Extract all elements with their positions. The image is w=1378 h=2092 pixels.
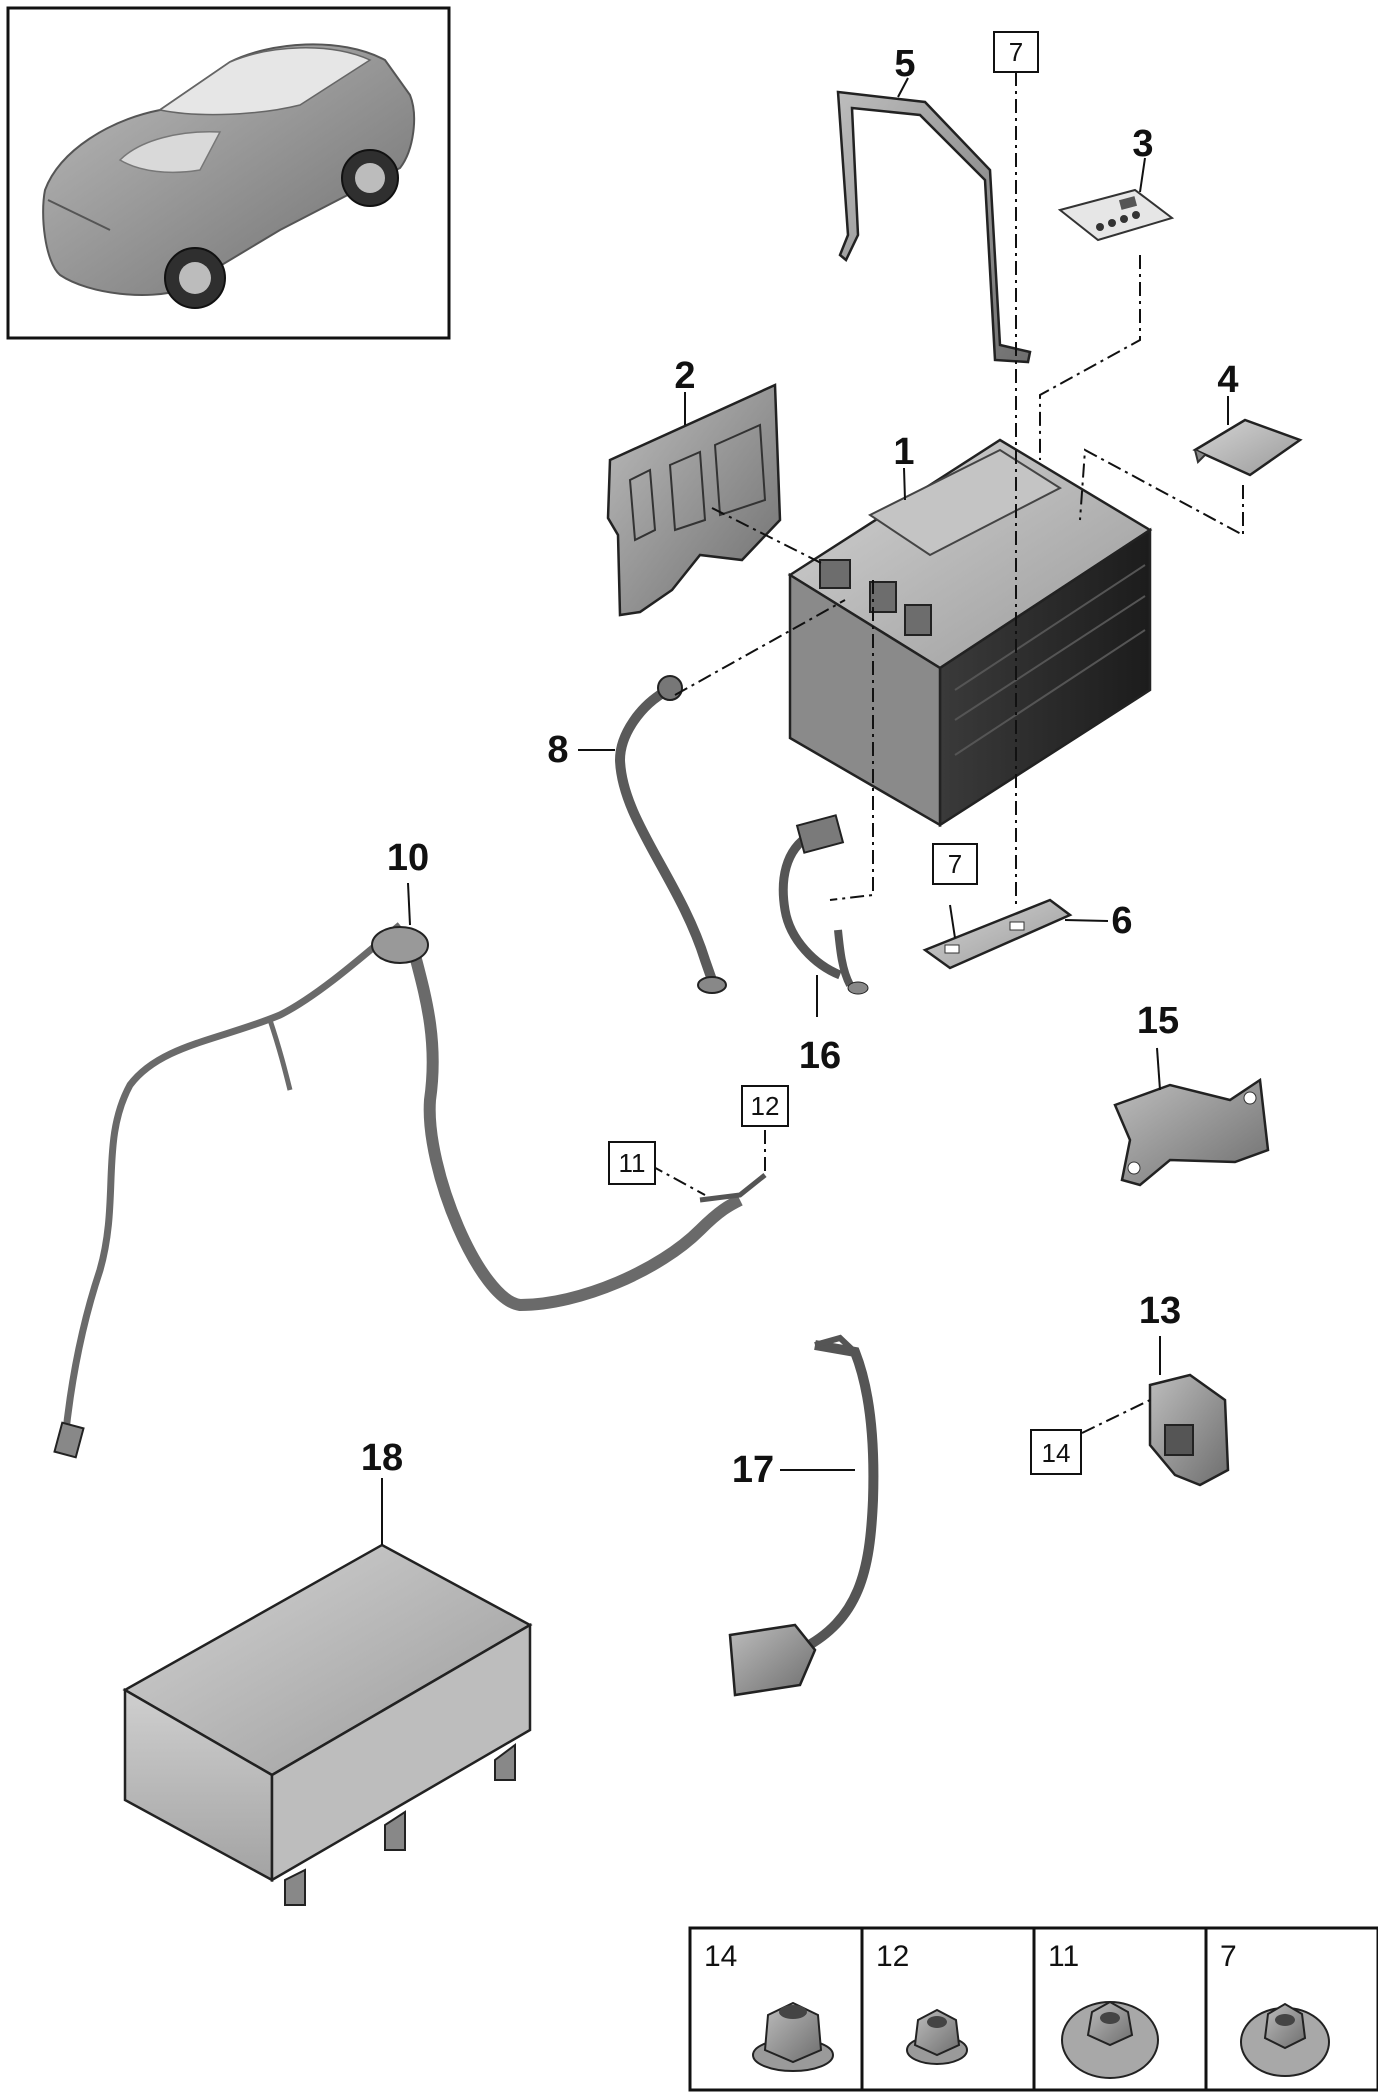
part-5-hold-down-strap <box>836 90 1032 364</box>
legend-label-11: 11 <box>1048 1940 1079 1973</box>
boxed-ref-14: 14 <box>1030 1429 1082 1475</box>
part-16-battery-cable <box>778 814 869 995</box>
svg-text:7: 7 <box>1009 37 1023 67</box>
fastener-legend: 14 12 11 7 <box>688 1926 1378 2092</box>
callout-10: 10 <box>387 837 429 879</box>
callout-1: 1 <box>893 431 914 473</box>
reference-dash-lines <box>649 72 1244 1434</box>
callout-8: 8 <box>547 729 568 771</box>
part-17-battery-cable <box>728 1334 879 1697</box>
boxed-ref-7-mid: 7 <box>932 843 978 885</box>
flange-nut-icon-14 <box>752 2001 834 2072</box>
boxed-ref-11: 11 <box>608 1141 656 1185</box>
callout-15: 15 <box>1137 1000 1179 1042</box>
callout-5: 5 <box>894 43 915 85</box>
boxed-ref-7-top: 7 <box>993 31 1039 73</box>
part-18-packaging-box <box>122 1543 533 1906</box>
callout-2: 2 <box>674 355 695 397</box>
callout-6: 6 <box>1111 900 1132 942</box>
leader-lines <box>381 77 1229 1545</box>
part-15-mounting-bracket <box>1113 1077 1270 1187</box>
legend-label-12: 12 <box>876 1940 909 1973</box>
callout-17: 17 <box>732 1449 774 1491</box>
boxed-references: 7 7 12 11 14 <box>608 31 1082 1475</box>
callout-4: 4 <box>1217 359 1238 401</box>
callout-3: 3 <box>1132 123 1153 165</box>
boxed-ref-12: 12 <box>741 1085 789 1127</box>
legend-label-14: 14 <box>704 1940 737 1973</box>
part-10-wiring-harness <box>53 922 767 1459</box>
part-8-ground-cable <box>614 675 727 994</box>
legend-label-7: 7 <box>1220 1940 1237 1973</box>
car-illustration <box>42 43 416 309</box>
svg-text:12: 12 <box>751 1091 780 1121</box>
part-1-battery <box>787 438 1153 828</box>
flange-nut-icon-7 <box>1240 2002 1330 2077</box>
flange-nut-icon-11 <box>1061 2000 1159 2079</box>
vehicle-thumbnail <box>6 6 451 340</box>
callout-18: 18 <box>361 1437 403 1479</box>
part-4-terminal-cover <box>1192 418 1303 477</box>
svg-text:14: 14 <box>1042 1438 1071 1468</box>
part-2-heat-shield <box>606 383 782 617</box>
callout-labels: 5 3 4 2 1 8 6 10 16 15 13 17 18 <box>361 43 1239 1491</box>
part-6-hold-down-bracket <box>922 898 1073 970</box>
hex-nut-icon-12 <box>906 2008 968 2065</box>
callout-16: 16 <box>799 1035 841 1077</box>
svg-text:11: 11 <box>619 1148 646 1178</box>
svg-text:7: 7 <box>948 849 962 879</box>
part-3-warning-label <box>1057 188 1175 242</box>
callout-13: 13 <box>1139 1290 1181 1332</box>
part-13-holder <box>1148 1373 1230 1487</box>
